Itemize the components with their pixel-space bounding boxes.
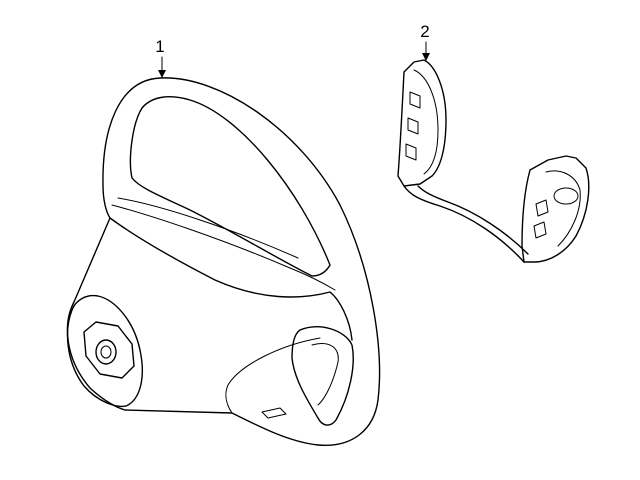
switch-assembly-part[interactable] [397,59,590,263]
wheel-right-spoke-inner [311,343,339,406]
callout-1-group: 1 [155,37,166,78]
wheel-inner-opening [129,96,331,277]
wheel-hub-body [109,217,353,341]
ribbon-cable-inner [417,185,529,255]
left-switch-pod [397,59,447,187]
wheel-spoke-edge-upper [111,204,336,291]
hub-nut-center [95,339,117,365]
wheel-right-spoke-opening [291,326,354,426]
ribbon-cable-outer [403,185,525,263]
callout-2-arrowhead [422,53,430,61]
left-switch-button-1 [409,91,421,109]
right-switch-button-1 [535,199,549,217]
wheel-hub-side [225,337,321,414]
left-switch-face [413,69,439,175]
wheel-spoke-edge-lower [117,197,299,259]
steering-wheel-part[interactable] [66,77,381,446]
wheel-outer-rim [66,77,381,446]
wheel-rim-slot [261,407,287,419]
hub-nut-bore [100,345,112,359]
hub-nut [83,321,135,379]
callout-1-arrowhead [158,70,166,78]
right-switch-face [545,170,581,247]
right-switch-button-2 [533,221,547,239]
left-switch-button-2 [407,117,419,135]
callout-2-group: 2 [420,22,430,61]
hub-flange-ring [66,294,143,408]
callout-1-label: 1 [155,37,164,56]
left-switch-button-3 [405,143,417,161]
right-switch-rocker [553,187,579,205]
right-switch-pod [521,155,590,263]
callout-2-label: 2 [420,22,429,41]
